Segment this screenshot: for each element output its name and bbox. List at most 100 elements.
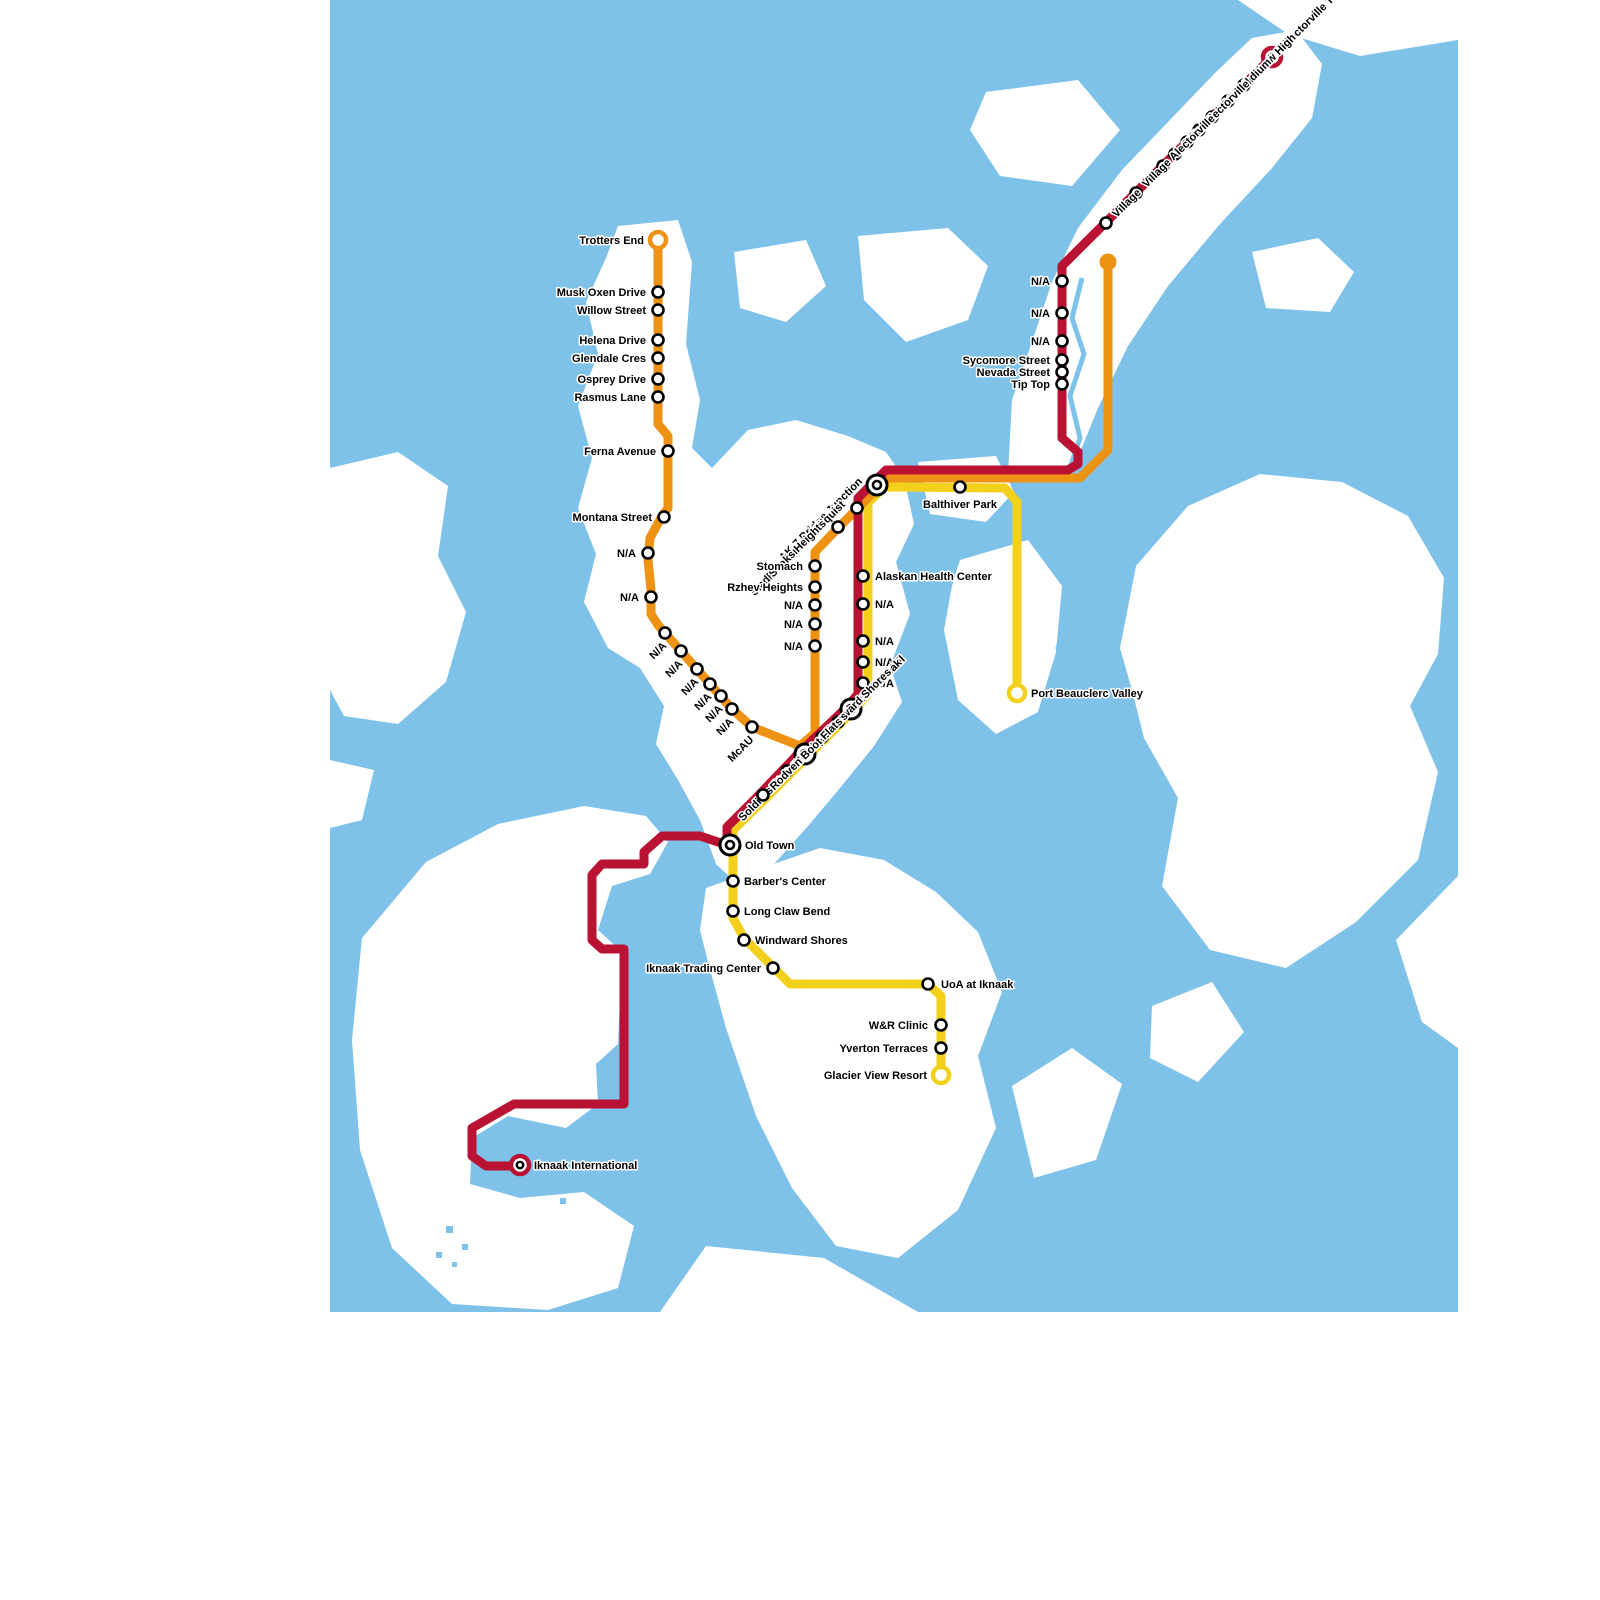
station-marker[interactable] xyxy=(726,874,740,888)
station-marker[interactable] xyxy=(737,933,751,947)
station-n-a[interactable]: N/A xyxy=(856,634,896,650)
station-marker[interactable] xyxy=(651,372,665,386)
station-marker[interactable] xyxy=(856,676,870,690)
station-marker[interactable] xyxy=(1055,353,1069,367)
station-uoa-at-iknaak[interactable]: UoA at Iknaak xyxy=(921,977,1016,993)
station-long-claw-bend[interactable]: Long Claw Bend xyxy=(726,904,832,920)
station-ferna-avenue[interactable]: Ferna Avenue xyxy=(583,444,675,460)
station-port-beauclerc-valley[interactable]: Port Beauclerc Valley xyxy=(1006,682,1145,704)
station-marker[interactable] xyxy=(651,303,665,317)
terminal-marker[interactable] xyxy=(647,229,669,251)
station-marker[interactable] xyxy=(1055,306,1069,320)
station-w-r-clinic[interactable]: W&R Clinic xyxy=(867,1018,948,1034)
station-iknaak-trading-center[interactable]: Iknaak Trading Center xyxy=(645,961,780,977)
station-marker[interactable] xyxy=(658,626,672,640)
station-marker[interactable] xyxy=(1180,135,1194,149)
station-marker[interactable] xyxy=(651,351,665,365)
station-n-a[interactable]: N/A xyxy=(1030,334,1069,350)
station-marker[interactable] xyxy=(934,1018,948,1032)
terminal-marker[interactable] xyxy=(1099,253,1117,271)
station-rasmus-lane[interactable]: Rasmus Lane xyxy=(573,390,665,406)
station-yverton-terraces[interactable]: Yverton Terraces xyxy=(838,1041,948,1057)
station-marker[interactable] xyxy=(661,444,675,458)
station-marker[interactable] xyxy=(651,285,665,299)
station-marker[interactable] xyxy=(856,597,870,611)
station-marker[interactable] xyxy=(1055,365,1069,379)
station-marker[interactable] xyxy=(921,977,935,991)
station-marker[interactable] xyxy=(756,788,770,802)
station-marker[interactable] xyxy=(953,480,967,494)
station-marker[interactable] xyxy=(808,559,822,573)
station-marker[interactable] xyxy=(1099,216,1113,230)
station-marker[interactable] xyxy=(808,639,822,653)
station-montana-street[interactable]: Montana Street xyxy=(571,510,671,526)
station-windward-shores[interactable]: Windward Shores xyxy=(737,933,849,949)
station-marker[interactable] xyxy=(1192,123,1206,137)
station-helena-drive[interactable]: Helena Drive xyxy=(578,333,665,349)
terminal-marker[interactable] xyxy=(930,1064,952,1086)
station-marker[interactable] xyxy=(1221,94,1235,108)
station-n-a[interactable]: N/A xyxy=(619,590,658,606)
station-terminal[interactable] xyxy=(1099,253,1117,271)
station-marker[interactable] xyxy=(856,634,870,648)
station-alaskan-health-center[interactable]: Alaskan Health Center xyxy=(856,569,994,585)
station-n-a[interactable]: N/A xyxy=(783,639,822,655)
station-nevada-street[interactable]: Nevada Street xyxy=(975,365,1069,381)
station-marker[interactable] xyxy=(714,689,728,703)
station-marker[interactable] xyxy=(808,598,822,612)
station-marker[interactable] xyxy=(1237,78,1251,92)
terminal-marker[interactable] xyxy=(1006,682,1028,704)
station-stomach[interactable]: Stomach xyxy=(755,559,822,575)
station-trotters-end[interactable]: Trotters End xyxy=(578,229,669,251)
station-marker[interactable] xyxy=(725,702,739,716)
station-marker[interactable] xyxy=(651,333,665,347)
station-marker[interactable] xyxy=(1205,110,1219,124)
station-marker[interactable] xyxy=(856,569,870,583)
station-barber-s-center[interactable]: Barber's Center xyxy=(726,874,828,890)
station-n-a[interactable]: N/A xyxy=(1030,274,1069,290)
station-marker[interactable] xyxy=(745,720,759,734)
station-marker[interactable] xyxy=(1156,159,1170,173)
station-marker[interactable] xyxy=(674,644,688,658)
station-tip-top[interactable]: Tip Top xyxy=(1010,377,1069,393)
station-n-a[interactable]: N/A xyxy=(783,598,822,614)
station-sycomore-street[interactable]: Sycomore Street xyxy=(961,353,1069,369)
station-marker[interactable] xyxy=(808,617,822,631)
station-osprey-drive[interactable]: Osprey Drive xyxy=(576,372,665,388)
station-marker[interactable] xyxy=(831,715,845,729)
station-old-town[interactable]: Old Town xyxy=(718,833,796,857)
station-musk-oxen-drive[interactable]: Musk Oxen Drive xyxy=(555,285,665,301)
station-marker[interactable] xyxy=(780,764,794,778)
station-marker[interactable] xyxy=(1055,274,1069,288)
station-n-a[interactable]: N/A xyxy=(856,655,896,671)
station-glendale-cres[interactable]: Glendale Cres xyxy=(571,351,665,367)
station-n-a[interactable]: N/A xyxy=(783,617,822,633)
station-marker[interactable] xyxy=(703,677,717,691)
station-marker[interactable] xyxy=(690,662,704,676)
station-n-a[interactable]: N/A xyxy=(616,546,655,562)
station-marker[interactable] xyxy=(726,904,740,918)
station-iknaak-international[interactable]: Iknaak International xyxy=(508,1153,639,1177)
station-glacier-view-resort[interactable]: Glacier View Resort xyxy=(822,1064,952,1086)
station-marker[interactable] xyxy=(850,501,864,515)
station-balthiver-park[interactable]: Balthiver Park xyxy=(922,480,999,513)
station-marker[interactable] xyxy=(856,655,870,669)
station-marker[interactable] xyxy=(1129,186,1143,200)
station-marker[interactable] xyxy=(1055,377,1069,391)
station-marker[interactable] xyxy=(831,520,845,534)
station-marker[interactable] xyxy=(657,510,671,524)
station-n-a[interactable]: N/A xyxy=(1030,306,1069,322)
station-marker[interactable] xyxy=(1168,147,1182,161)
station-marker[interactable] xyxy=(644,590,658,604)
station-marker[interactable] xyxy=(641,546,655,560)
station-marker[interactable] xyxy=(651,390,665,404)
station-marker[interactable] xyxy=(1055,334,1069,348)
station-marker[interactable] xyxy=(815,730,829,744)
station-marker[interactable] xyxy=(808,580,822,594)
station-rzhev-heights[interactable]: Rzhev Heights xyxy=(726,580,822,596)
station-n-a[interactable]: N/A xyxy=(856,597,896,613)
station-willow-street[interactable]: Willow Street xyxy=(576,303,665,319)
station-marker[interactable] xyxy=(934,1041,948,1055)
station-marker[interactable] xyxy=(766,961,780,975)
